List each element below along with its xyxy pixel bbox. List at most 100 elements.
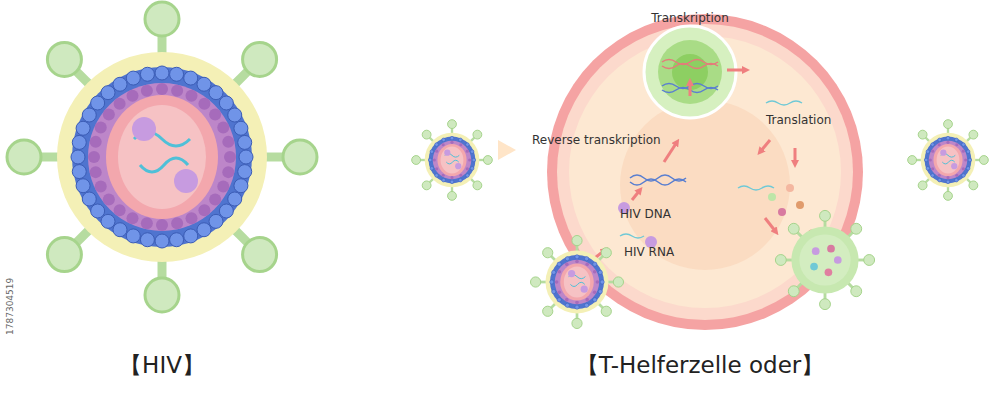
virus-part (788, 286, 799, 297)
virus-part (448, 191, 457, 200)
virus-part (435, 143, 439, 147)
virus-part (455, 163, 461, 169)
virus-part (955, 174, 958, 177)
figure-caption: 【HIV】 (119, 352, 205, 380)
virus-part (585, 303, 589, 307)
virus-part (238, 135, 252, 149)
virus-part (593, 298, 597, 302)
virus-part (596, 280, 600, 284)
virus-part (581, 286, 588, 293)
virus-part (555, 280, 559, 284)
virus-part (955, 143, 958, 146)
virus-part (198, 98, 210, 110)
virus-part (459, 143, 462, 146)
process-label: Transkription (651, 11, 729, 25)
virus-part (969, 130, 978, 139)
virus-part (222, 166, 234, 178)
virus-part (228, 108, 242, 122)
virus-part (88, 83, 236, 231)
virus-part (468, 158, 471, 161)
molecule-label: HIV DNA (620, 207, 671, 221)
virus-part (929, 158, 932, 161)
virus-part (473, 181, 482, 190)
virus-part (929, 141, 967, 179)
virus-part (968, 158, 972, 162)
virus-part (946, 180, 950, 184)
virus-part (184, 229, 198, 243)
virus-part (946, 141, 949, 144)
virus-part (979, 156, 988, 165)
virus-part (851, 286, 862, 297)
virus-part (209, 109, 221, 121)
virus-part (118, 105, 206, 209)
virus-part (217, 121, 229, 133)
virus-part (448, 120, 457, 129)
virus-part (283, 140, 317, 174)
virus-part (90, 136, 102, 148)
virus-part (430, 150, 434, 154)
virus-part (557, 262, 561, 266)
virus-part (156, 219, 168, 231)
virus-part (820, 210, 831, 221)
virus-part (170, 233, 184, 247)
virus-part (76, 179, 90, 193)
virus-part (126, 212, 138, 224)
virus-part (412, 156, 421, 165)
virus-part (864, 255, 875, 266)
virus-part (937, 146, 960, 173)
virus-part (459, 174, 462, 177)
virus-part (572, 318, 582, 328)
virus-part (568, 270, 575, 277)
virus-part (197, 223, 211, 237)
virus-part (601, 306, 611, 316)
virus-part (788, 223, 799, 234)
virus-part (442, 174, 445, 177)
virus-part (422, 130, 431, 139)
virus-part (47, 42, 81, 76)
virus-part (145, 2, 179, 36)
virus-part (472, 158, 476, 162)
virus-part (126, 90, 138, 102)
virus-part (132, 117, 156, 141)
virus-part (550, 255, 604, 309)
virus-part (141, 217, 153, 229)
process-label: Translation (766, 113, 831, 127)
virus-part (219, 96, 233, 110)
virus-part (552, 270, 556, 274)
virus-part (962, 150, 965, 153)
virus-part (931, 174, 935, 178)
virus-part (72, 165, 86, 179)
virus-part (962, 174, 966, 178)
process-label: Reverse transkription (532, 133, 661, 147)
virus-part (466, 150, 469, 153)
virus-part (126, 71, 140, 85)
virus-part (799, 234, 850, 285)
virus-part (430, 167, 434, 171)
virus-part (174, 169, 198, 193)
virus-part (944, 191, 953, 200)
virus-part (441, 146, 464, 173)
virus-part (435, 150, 438, 153)
virus-part (575, 255, 579, 259)
virus-part (140, 233, 154, 247)
virus-part (565, 263, 569, 267)
virus-part (433, 158, 436, 161)
virus-part (962, 143, 966, 147)
virus-part (555, 260, 599, 304)
virus-part (222, 136, 234, 148)
virus-part (466, 174, 470, 178)
virus-part (113, 77, 127, 91)
virus-part (543, 248, 553, 258)
virus-part (483, 156, 492, 165)
virus-part (239, 150, 253, 164)
virus-part (171, 217, 183, 229)
virus-part (820, 299, 831, 310)
virus-part (155, 66, 169, 80)
virus-part (924, 158, 928, 162)
virus-part (428, 158, 432, 162)
virus-part (926, 150, 930, 154)
virus-part (564, 266, 590, 297)
virus-part (931, 167, 934, 170)
virus-part (827, 245, 835, 253)
